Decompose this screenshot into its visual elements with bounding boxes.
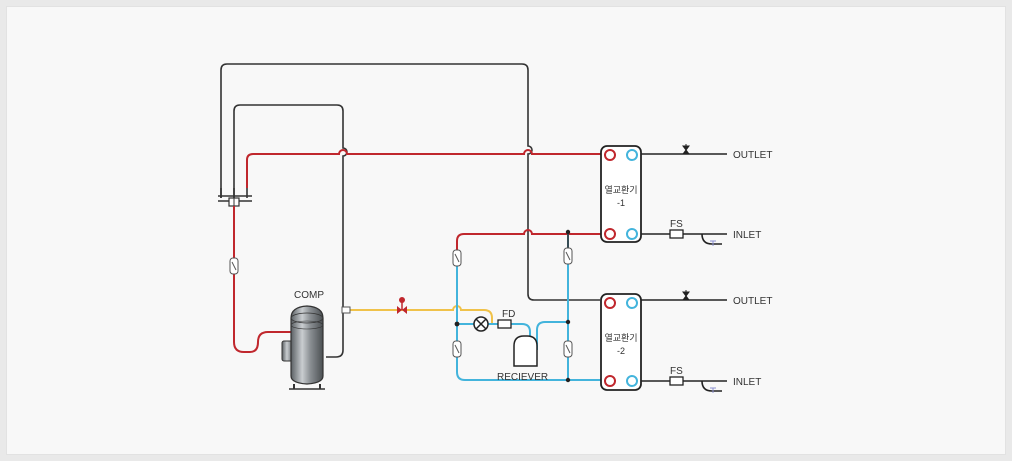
liquid-line-fitting	[341, 306, 351, 314]
compressor	[281, 305, 325, 390]
fs2-label: FS	[670, 366, 683, 377]
inlet2-drain	[701, 380, 722, 392]
heat-exchanger-1	[600, 145, 642, 243]
liquid-line-main	[348, 305, 493, 324]
outlet2-label: OUTLET	[733, 296, 772, 307]
hx1-title: 열교환기	[604, 184, 637, 196]
suction-line-left	[456, 250, 602, 381]
outlet1-label: OUTLET	[733, 150, 772, 161]
hx1-number: -1	[617, 198, 625, 208]
hx2-number: -2	[617, 346, 625, 356]
sight-glass-icon	[229, 247, 573, 358]
inlet2-label: INLET	[733, 377, 761, 388]
junction-dots	[454, 229, 571, 383]
manifold-stubs	[220, 188, 248, 198]
inner-loop-line	[233, 104, 348, 358]
fd-label: FD	[502, 309, 515, 320]
suction-line-recv-out	[536, 321, 566, 350]
air-vent-icon	[682, 144, 690, 301]
control-lines	[218, 63, 600, 358]
suction-line-receiver	[511, 323, 531, 338]
hot-gas-line-top	[246, 149, 607, 188]
flow-switch-icon	[669, 229, 684, 386]
receiver-tank	[513, 335, 538, 367]
inlet1-label: INLET	[733, 230, 761, 241]
expansion-valve-icon	[473, 316, 489, 332]
manifold-fitting	[228, 197, 240, 207]
inlet1-drain	[701, 233, 722, 245]
fs1-label: FS	[670, 219, 683, 230]
comp-label: COMP	[294, 290, 324, 301]
receiver-label: RECIEVER	[497, 372, 548, 383]
hot-gas-lines	[233, 149, 607, 353]
outer-loop-line	[220, 63, 600, 301]
liquid-lines	[348, 305, 493, 324]
solenoid-valve-icon	[397, 297, 407, 314]
heat-exchanger-2	[600, 293, 642, 391]
hot-gas-line-comp	[233, 206, 292, 353]
water-lines	[641, 153, 727, 392]
hot-gas-line-hx1	[456, 229, 606, 250]
filter-drier	[497, 319, 512, 329]
hx2-title: 열교환기	[604, 332, 637, 344]
drain-valve-icon	[710, 240, 716, 393]
